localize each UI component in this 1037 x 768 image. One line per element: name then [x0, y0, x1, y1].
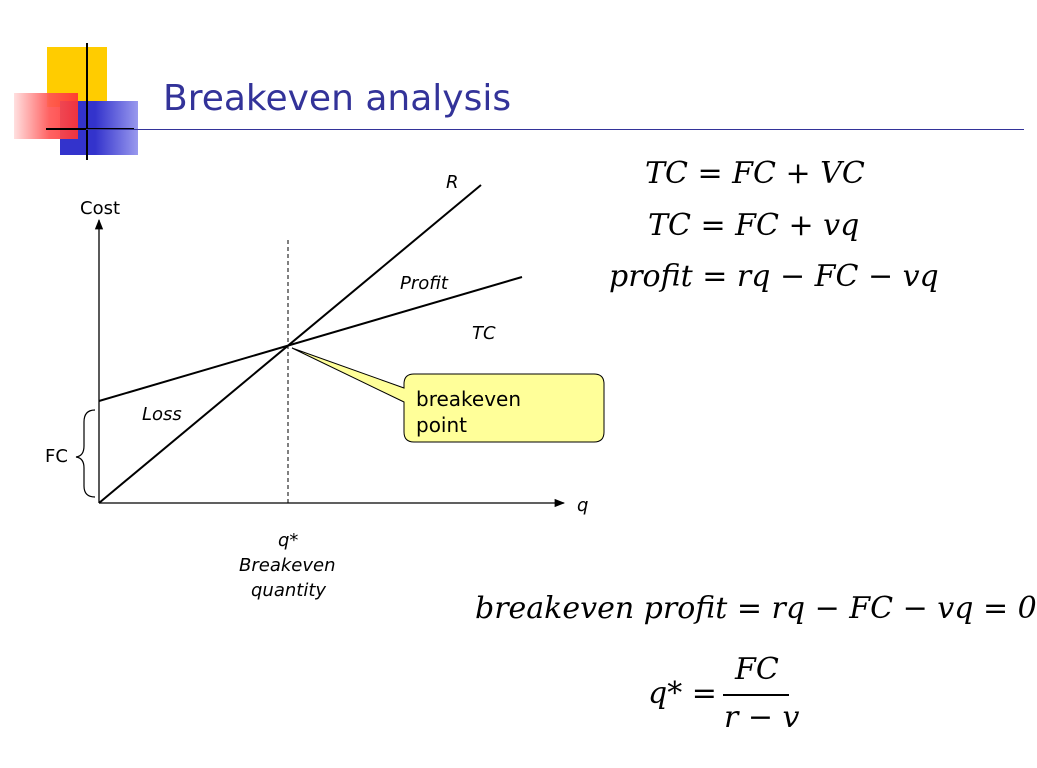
callout-line2: point [416, 413, 468, 437]
y-axis-label: Cost [80, 198, 121, 219]
fc-brace [75, 409, 96, 498]
total-cost-label: TC [472, 323, 496, 344]
breakeven-caption-line2: quantity [251, 580, 327, 601]
profit-label: Profit [400, 273, 448, 294]
breakeven-callout [291, 347, 605, 443]
total-cost-line [98, 276, 523, 402]
revenue-label: R [446, 172, 459, 193]
equation-breakeven: breakeven profit = rq − FC − vq = 0 [475, 591, 1037, 626]
equation-tc-linear: TC = FC + vq [648, 208, 860, 243]
equation-profit: profit = rq − FC − vq [609, 259, 939, 294]
breakeven-caption-line1: Breakeven [239, 555, 336, 576]
equation-tc-identity: TC = FC + VC [645, 156, 865, 191]
fraction-bar [723, 694, 789, 696]
callout-text: breakeven point [416, 386, 521, 438]
deco-vertical-line [86, 43, 88, 160]
title-rule [86, 129, 1024, 130]
deco-red-square [14, 93, 78, 139]
breakeven-q-label: q* [278, 530, 299, 551]
equation-q-star-denominator: r − v [724, 700, 800, 735]
callout-line1: breakeven [416, 387, 522, 411]
equation-q-star-numerator: FC [735, 652, 779, 687]
equation-q-star-lhs: q* = [648, 676, 717, 711]
loss-label: Loss [142, 404, 182, 425]
slide-title: Breakeven analysis [163, 78, 512, 119]
fixed-cost-label: FC [45, 446, 68, 467]
x-axis-label: q [577, 495, 589, 516]
